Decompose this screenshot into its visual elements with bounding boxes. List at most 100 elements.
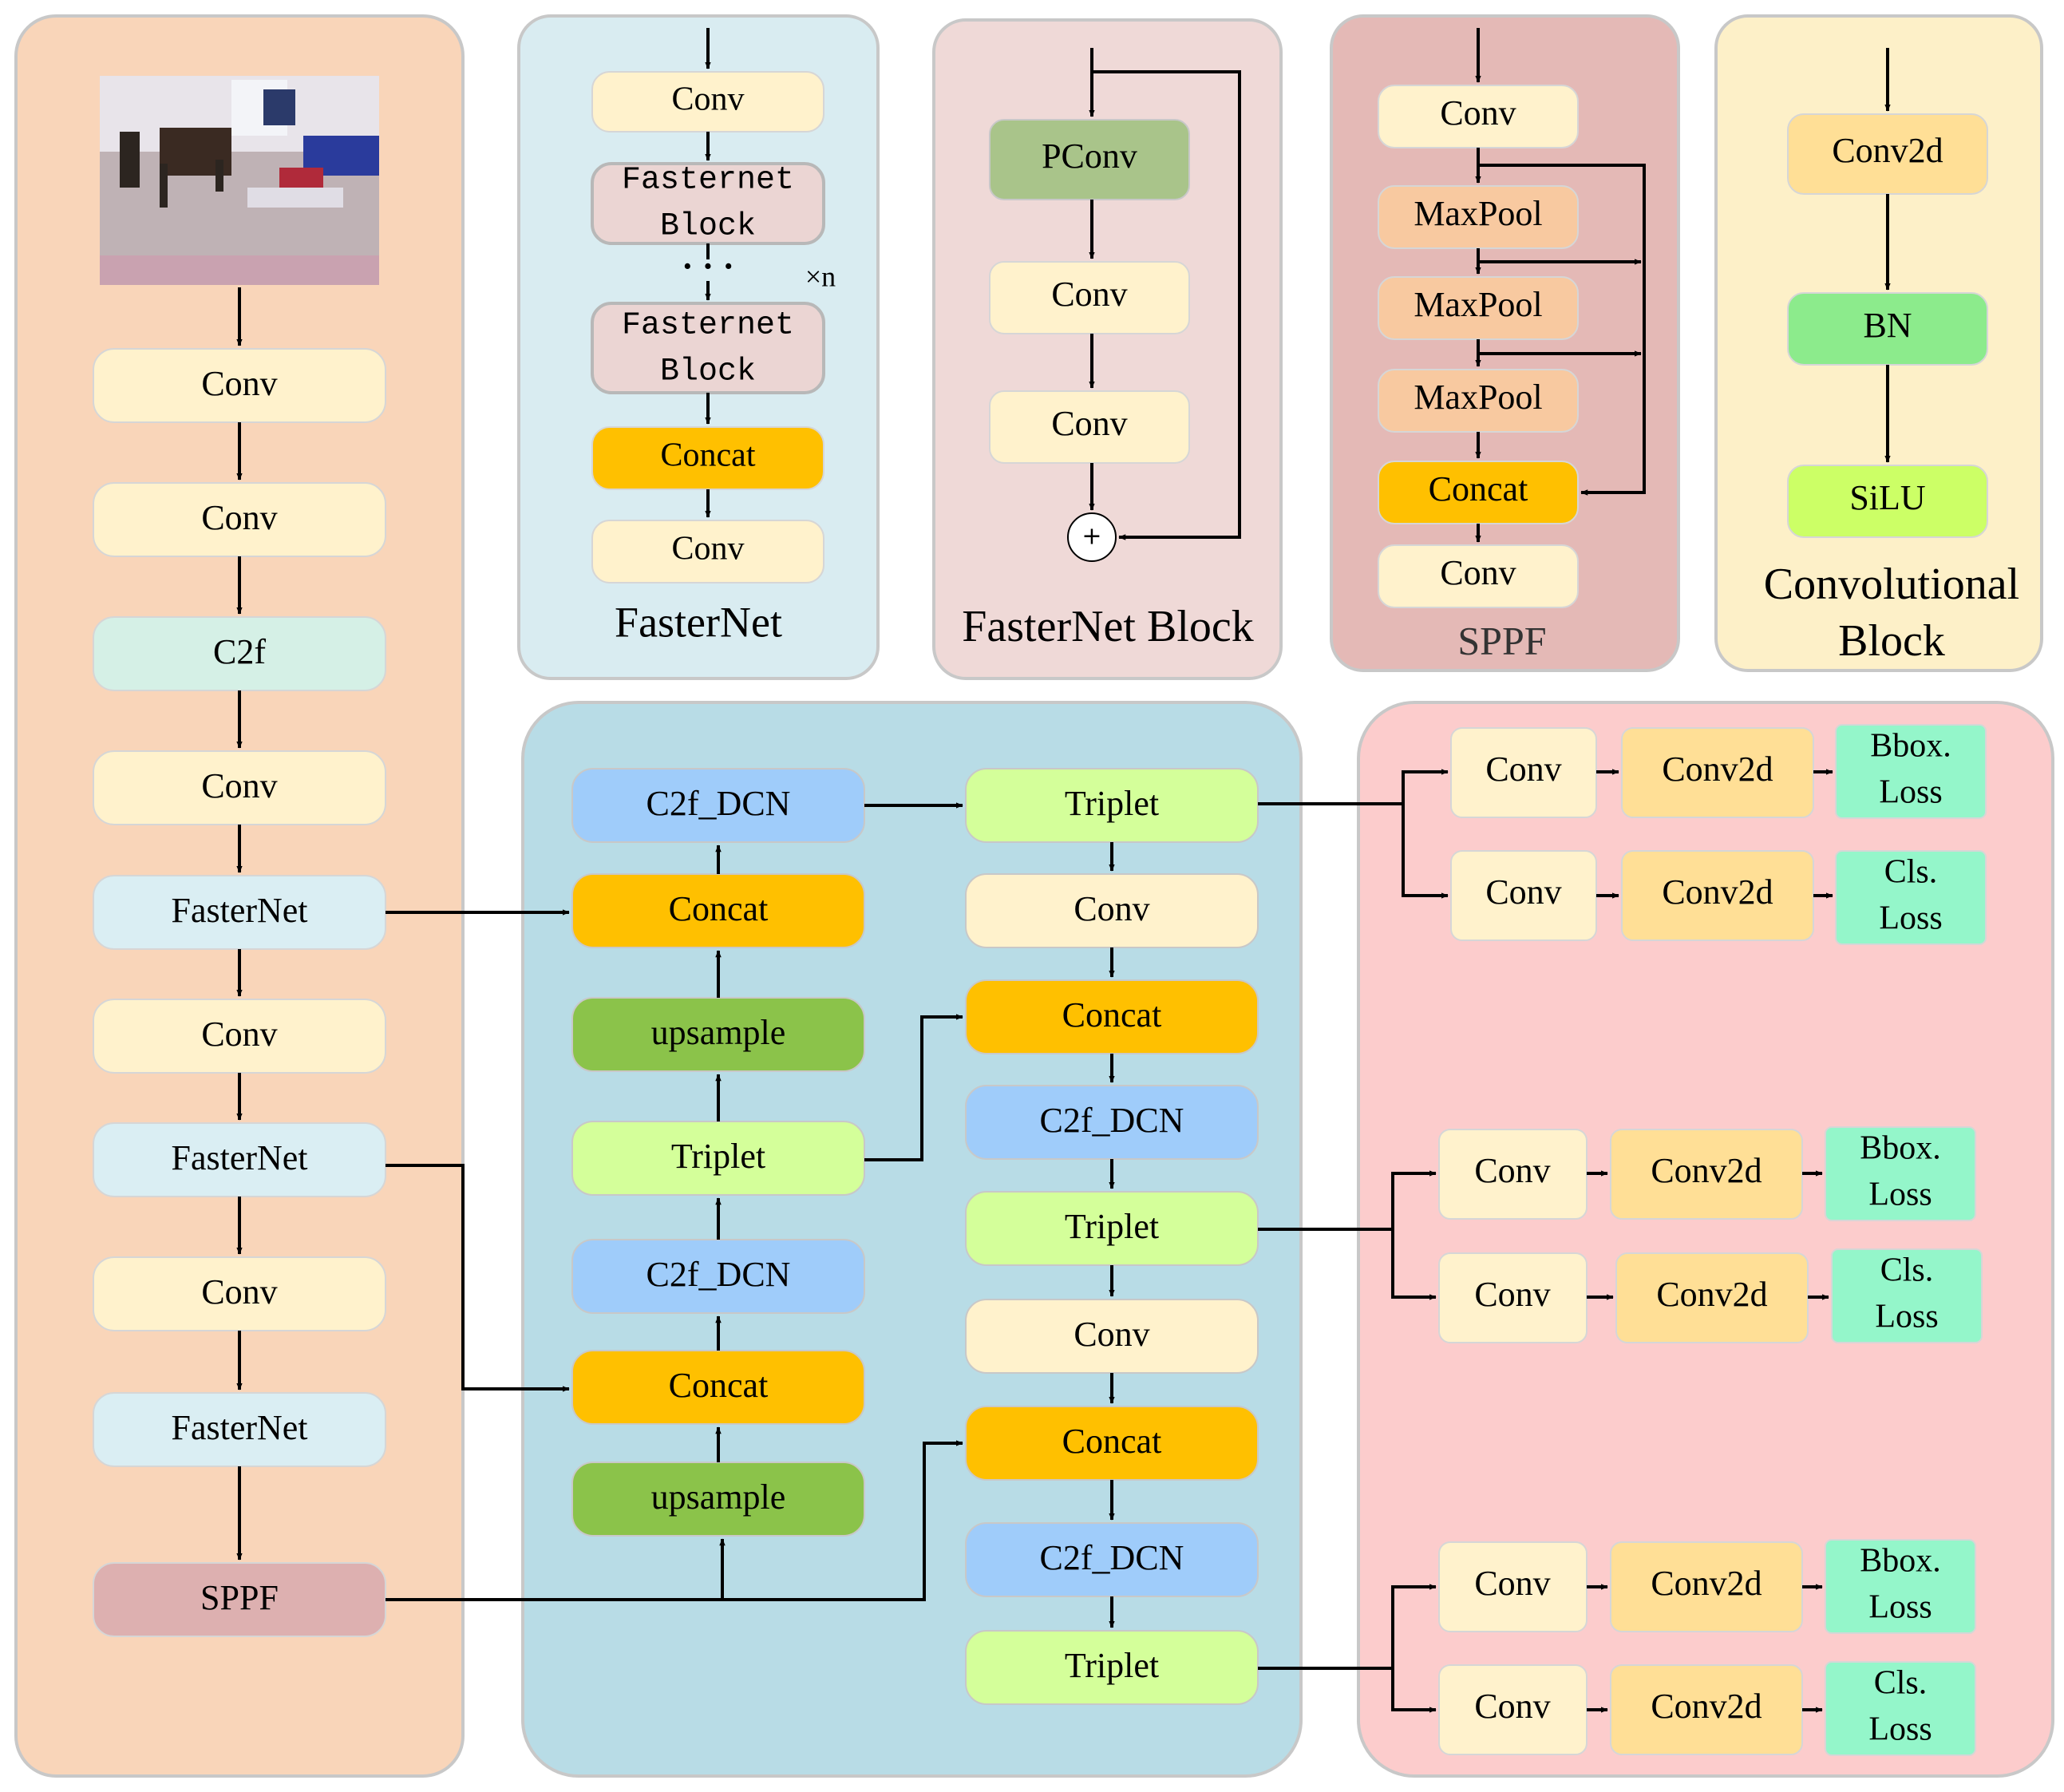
fn-block-1-line1: Fasternet [622, 163, 794, 199]
sppf-maxpool-2: MaxPool [1378, 276, 1579, 340]
fn-conv-bottom: Conv [591, 520, 824, 583]
neck-r-c2f-dcn-1-label: C2f_DCN [1040, 1101, 1184, 1140]
neck-l-c2f-dcn-2: C2f_DCN [571, 1239, 865, 1314]
fn-conv-top-label: Conv [671, 81, 744, 118]
backbone-sppf-label: SPPF [200, 1578, 279, 1617]
fnb-conv-1: Conv [989, 261, 1190, 334]
fn-conv-bottom-label: Conv [671, 531, 744, 568]
neck-l-concat-2-label: Concat [669, 1366, 769, 1405]
backbone-conv-3-label: Conv [201, 766, 277, 805]
head-1-conv-cls-label: Conv [1485, 872, 1561, 912]
neck-l-upsample-1: upsample [571, 997, 865, 1072]
backbone-conv-4-label: Conv [201, 1015, 277, 1054]
neck-r-triplet-3: Triplet [965, 1630, 1259, 1705]
backbone-fasternet-3: FasterNet [93, 1392, 386, 1467]
sppf-conv-bottom-label: Conv [1440, 553, 1516, 592]
head-2-conv-bbox-label: Conv [1474, 1151, 1550, 1190]
sppf-panel-title: SPPF [1457, 618, 1546, 663]
backbone-conv-2: Conv [93, 482, 386, 557]
fnb-conv-2-label: Conv [1051, 404, 1127, 443]
head-1-bbox-loss-line1: Bbox. [1870, 728, 1951, 765]
fnb-conv-1-label: Conv [1051, 275, 1127, 314]
cb-silu: SiLU [1787, 465, 1988, 538]
head-arrows [1258, 769, 1833, 1713]
fnb-add-symbol: + [1081, 523, 1101, 551]
fasternet-block-panel-title: FasterNet Block [962, 602, 1253, 651]
head-2-conv2d-cls-label: Conv2d [1656, 1275, 1767, 1314]
cb-bn-label: BN [1863, 306, 1912, 345]
neck-l-upsample-2: upsample [571, 1462, 865, 1537]
cb-conv2d-label: Conv2d [1832, 131, 1943, 170]
neck-r-triplet-1: Triplet [965, 768, 1259, 843]
neck-r-c2f-dcn-2-label: C2f_DCN [1040, 1538, 1184, 1577]
fn-block-1: Fasternet Block [591, 162, 825, 245]
neck-l-c2f-dcn-1-label: C2f_DCN [646, 784, 791, 823]
fnb-conv-2: Conv [989, 390, 1190, 464]
backbone-conv-5-label: Conv [201, 1272, 277, 1311]
conv-block-title-line1: Convolutional [1764, 560, 2019, 609]
head-2-bbox-loss-line1: Bbox. [1860, 1130, 1941, 1167]
neck-r-triplet-2-label: Triplet [1065, 1207, 1159, 1246]
head-3-conv-cls: Conv [1438, 1664, 1588, 1755]
head-1-cls-loss-line2: Loss [1879, 900, 1942, 937]
fn-block-2-line1: Fasternet [622, 308, 794, 344]
fasternet-panel-title: FasterNet [615, 598, 782, 646]
sppf-arrows [1475, 28, 1646, 543]
head-3-conv2d-cls: Conv2d [1610, 1664, 1803, 1755]
neck-l-upsample-2-label: upsample [651, 1478, 786, 1517]
head-2-cls-loss-line2: Loss [1875, 1299, 1938, 1335]
head-1-conv2d-bbox: Conv2d [1621, 727, 1814, 818]
neck-l-c2f-dcn-2-label: C2f_DCN [646, 1255, 791, 1294]
neck-r-concat-2: Concat [965, 1406, 1259, 1481]
head-1-conv-bbox-label: Conv [1485, 750, 1561, 789]
fn-times-n: ×n [805, 260, 836, 292]
backbone-fasternet-1-label: FasterNet [171, 891, 307, 930]
head-1-conv-cls: Conv [1450, 850, 1597, 941]
backbone-fasternet-3-label: FasterNet [171, 1408, 307, 1447]
head-2-bbox-loss: Bbox. Loss [1825, 1126, 1976, 1221]
backbone-conv-1: Conv [93, 348, 386, 423]
head-2-conv2d-bbox: Conv2d [1610, 1129, 1803, 1220]
backbone-sppf: SPPF [93, 1562, 386, 1637]
fn-block-2-line2: Block [660, 354, 756, 390]
head-2-conv-cls-label: Conv [1474, 1275, 1550, 1314]
backbone-fasternet-2: FasterNet [93, 1122, 386, 1197]
neck-l-triplet: Triplet [571, 1121, 865, 1196]
sppf-concat: Concat [1378, 461, 1579, 524]
head-2-cls-loss-line1: Cls. [1880, 1252, 1934, 1289]
head-1-conv2d-bbox-label: Conv2d [1662, 750, 1773, 789]
backbone-c2f-label: C2f [213, 632, 266, 671]
head-2-conv-cls: Conv [1438, 1252, 1588, 1343]
head-1-conv2d-cls-label: Conv2d [1662, 872, 1773, 912]
head-3-conv-bbox-label: Conv [1474, 1564, 1550, 1603]
neck-r-triplet-2: Triplet [965, 1191, 1259, 1266]
head-3-conv-bbox: Conv [1438, 1541, 1588, 1632]
fn-block-2: Fasternet Block [591, 302, 825, 394]
fn-concat: Concat [591, 426, 824, 490]
fn-concat-label: Concat [661, 437, 756, 474]
neck-l-concat-1-label: Concat [669, 889, 769, 928]
head-3-conv-cls-label: Conv [1474, 1687, 1550, 1726]
sppf-conv-top-label: Conv [1440, 93, 1516, 133]
head-1-bbox-loss: Bbox. Loss [1835, 724, 1987, 819]
fnb-add-node: + [1067, 512, 1117, 562]
neck-r-c2f-dcn-1: C2f_DCN [965, 1085, 1259, 1160]
neck-r-triplet-3-label: Triplet [1065, 1646, 1159, 1685]
head-panel [1357, 701, 2054, 1778]
sppf-maxpool-3: MaxPool [1378, 369, 1579, 433]
head-2-conv2d-cls: Conv2d [1615, 1252, 1809, 1343]
sppf-maxpool-3-label: MaxPool [1414, 378, 1542, 417]
backbone-fasternet-1: FasterNet [93, 875, 386, 950]
sppf-maxpool-2-label: MaxPool [1414, 285, 1542, 324]
neck-l-concat-2: Concat [571, 1350, 865, 1425]
head-1-conv-bbox: Conv [1450, 727, 1597, 818]
neck-r-conv-2: Conv [965, 1299, 1259, 1374]
neck-r-concat-2-label: Concat [1062, 1422, 1162, 1461]
head-2-cls-loss: Cls. Loss [1831, 1248, 1983, 1343]
head-group-2: Conv Conv2d Bbox. Loss Conv Conv2d Cls. … [1438, 1126, 1983, 1343]
neck-l-triplet-label: Triplet [671, 1137, 765, 1176]
backbone-c2f: C2f [93, 616, 386, 691]
head-3-conv2d-cls-label: Conv2d [1651, 1687, 1762, 1726]
cb-bn: BN [1787, 292, 1988, 366]
